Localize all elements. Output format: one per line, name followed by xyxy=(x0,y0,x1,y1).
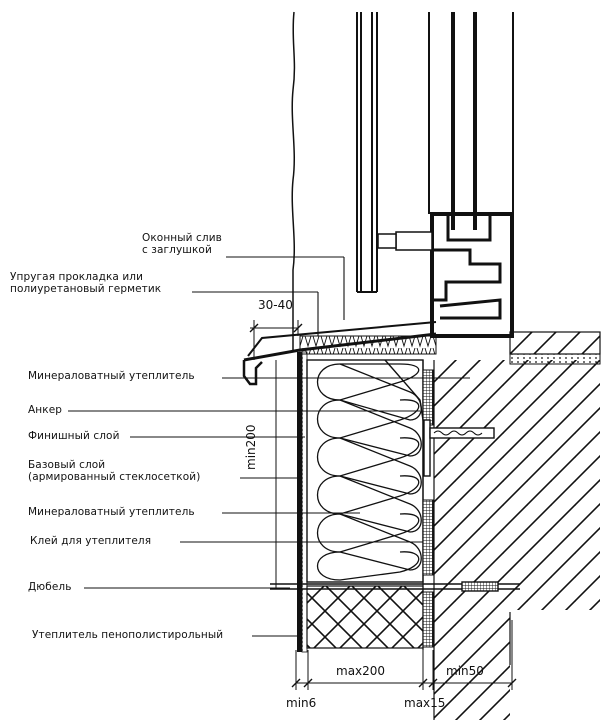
dowel xyxy=(270,581,520,592)
dim-insulation-max: max200 xyxy=(336,664,386,678)
callout-line: Минераловатный утеплитель xyxy=(28,370,195,382)
facade-break-line xyxy=(291,11,296,352)
mineral-wool-slab xyxy=(306,359,424,583)
callout-line: Финишный слой xyxy=(28,430,120,442)
window-glazing xyxy=(356,12,514,293)
callout-line: Утеплитель пенополистирольный xyxy=(32,629,224,641)
dim-overhang: 30-40 xyxy=(258,298,293,312)
window-frame xyxy=(377,212,514,338)
masonry-wall xyxy=(433,360,600,720)
anchor xyxy=(384,359,495,477)
dim-glue-max: max15 xyxy=(404,696,446,710)
callout-window-sill: Оконный слив с заглушкой xyxy=(142,232,222,256)
callout-line: Минераловатный утеплитель xyxy=(28,506,195,518)
leader-lines xyxy=(68,256,470,637)
callout-line: Анкер xyxy=(28,404,63,416)
inner-sill-board xyxy=(509,331,601,365)
callout-line: Базовый слой xyxy=(28,459,106,471)
callout-finish-layer: Финишный слой xyxy=(28,430,120,442)
dimension-lines xyxy=(249,320,517,690)
callout-line: Оконный слив xyxy=(142,232,222,244)
eps-insulation-block xyxy=(306,585,424,649)
callout-mineral-wool: Минераловатный утеплитель xyxy=(28,506,195,518)
dim-height-min: min200 xyxy=(244,424,258,470)
dim-render-min: min6 xyxy=(286,696,317,710)
callout-line: (армированный стеклосеткой) xyxy=(28,471,201,483)
callout-eps-insulation: Утеплитель пенополистирольный xyxy=(32,629,223,641)
render-layers xyxy=(297,351,308,653)
callout-line: полиуретановый герметик xyxy=(10,283,162,295)
callout-insulation-glue: Клей для утеплителя xyxy=(30,535,151,547)
dim-wall-min: min50 xyxy=(446,664,484,678)
callout-mineral-wool-top: Минераловатный утеплитель xyxy=(28,370,195,382)
callout-gasket: Упругая прокладка или полиуретановый гер… xyxy=(10,271,161,295)
callout-line: Упругая прокладка или xyxy=(10,271,144,283)
window-sill-flashing xyxy=(242,321,437,386)
callout-line: Дюбель xyxy=(28,581,72,593)
glue-layer xyxy=(422,360,434,650)
callout-line: Клей для утеплителя xyxy=(30,535,152,547)
callout-dowel: Дюбель xyxy=(28,581,71,593)
callout-base-layer: Базовый слой (армированный стеклосеткой) xyxy=(28,459,200,483)
callout-line: с заглушкой xyxy=(142,244,212,256)
callout-anchor: Анкер xyxy=(28,404,62,416)
